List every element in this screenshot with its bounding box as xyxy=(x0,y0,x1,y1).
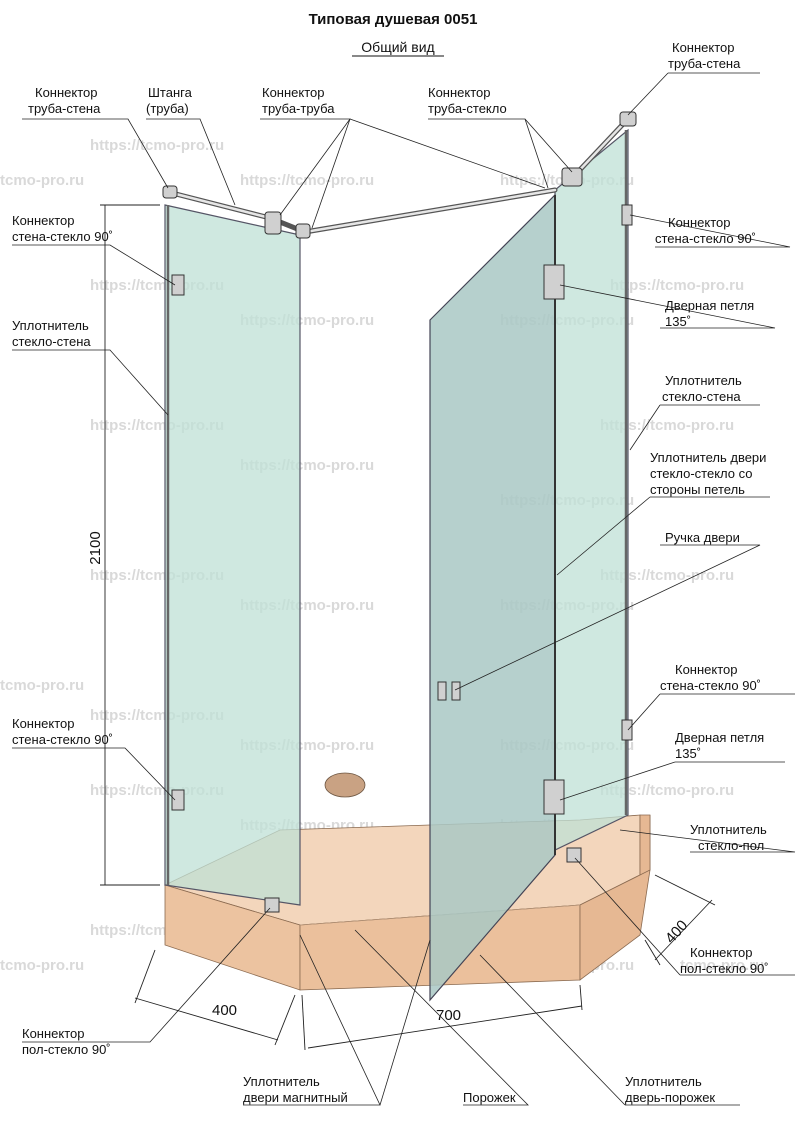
wall-glass-connector-right-bottom xyxy=(621,719,633,741)
support-rod xyxy=(169,119,628,235)
tray-corner xyxy=(639,814,651,876)
label-conn-pipe-wall-left: Коннектор труба-стена xyxy=(28,85,101,116)
dim-right-width-label: 400 xyxy=(662,917,691,947)
dimension-left-width: 400 xyxy=(134,949,296,1046)
label-seal-door-magnetic: Уплотнитель двери магнитный xyxy=(243,1074,348,1105)
pipe-pipe-connector xyxy=(264,211,282,235)
watermark: https://tcmo-pro.ru xyxy=(90,137,224,154)
label-seal-glass-wall-left: Уплотнитель стекло-стена xyxy=(12,318,92,349)
label-handle: Ручка двери xyxy=(665,530,740,545)
watermark: tcmo-pro.ru xyxy=(680,957,764,974)
page-title: Типовая душевая 0051 xyxy=(309,11,478,28)
wall-glass-connector-left-top xyxy=(171,274,185,296)
label-seal-door-glass-hinges: Уплотнитель двери стекло-стекло со сторо… xyxy=(650,450,770,497)
label-hinge-top: Дверная петля 135˚ xyxy=(665,298,758,329)
dimension-height: 2100 xyxy=(87,204,160,886)
label-conn-wall-glass-left-top: Коннектор стена-стекло 90˚ xyxy=(12,213,113,244)
watermark: tcmo-pro.ru xyxy=(0,957,84,974)
label-rod: Штанга (труба) xyxy=(146,85,195,116)
page-subtitle: Общий вид xyxy=(361,39,434,55)
label-conn-wall-glass-right-bottom: Коннектор стена-стекло 90˚ xyxy=(660,662,761,693)
label-conn-wall-glass-left-bottom: Коннектор стена-стекло 90˚ xyxy=(12,716,113,747)
label-conn-wall-glass-right-top: Коннектор стена-стекло 90˚ xyxy=(655,215,756,246)
watermark: https://tcmo-pro.ru xyxy=(240,172,374,189)
dim-front-width-label: 700 xyxy=(436,1007,461,1024)
watermark: tcmo-pro.ru xyxy=(0,677,84,694)
floor-glass-connector-right xyxy=(566,847,582,863)
watermark: https://tcmo-pro.ru xyxy=(600,567,734,584)
floor-glass-connector-left xyxy=(264,897,280,913)
leader-lines xyxy=(12,72,796,1106)
door-hinge-bottom xyxy=(543,779,565,815)
drain-hole xyxy=(324,772,366,798)
dim-height-label: 2100 xyxy=(87,531,104,564)
door-handle[interactable] xyxy=(437,681,461,701)
label-seal-glass-floor: Уплотнитель стекло-пол xyxy=(690,822,770,853)
watermark: https://tcmo-pro.ru xyxy=(600,782,734,799)
label-seal-glass-wall-right: Уплотнитель стекло-стена xyxy=(662,373,745,404)
pipe-wall-connector-left xyxy=(162,185,178,199)
label-hinge-bottom: Дверная петля 135˚ xyxy=(675,730,768,761)
pipe-wall-connector-right xyxy=(619,111,637,127)
label-seal-door-threshold: Уплотнитель дверь-порожек xyxy=(625,1074,715,1105)
door-hinge-top xyxy=(543,264,565,300)
label-conn-floor-glass-right: Коннектор пол-стекло 90˚ xyxy=(680,945,769,976)
label-threshold: Порожек xyxy=(463,1090,516,1105)
watermark: https://tcmo-pro.ru xyxy=(610,277,744,294)
pipe-pipe-connector xyxy=(295,223,311,239)
watermark: tcmo-pro.ru xyxy=(0,172,84,189)
label-conn-pipe-pipe: Коннектор труба-труба xyxy=(262,85,335,116)
label-conn-floor-glass-left: Коннектор пол-стекло 90˚ xyxy=(22,1026,111,1057)
left-fixed-glass xyxy=(164,204,301,906)
label-conn-pipe-glass: Коннектор труба-стекло xyxy=(428,85,507,116)
wall-glass-connector-left-bottom xyxy=(171,789,185,811)
dim-left-width-label: 400 xyxy=(212,1002,237,1019)
right-fixed-glass xyxy=(554,128,629,851)
watermark: https://tcmo-pro.ru xyxy=(600,417,734,434)
pipe-glass-connector xyxy=(561,167,583,187)
label-conn-pipe-wall-right: Коннектор труба-стена xyxy=(668,40,741,71)
